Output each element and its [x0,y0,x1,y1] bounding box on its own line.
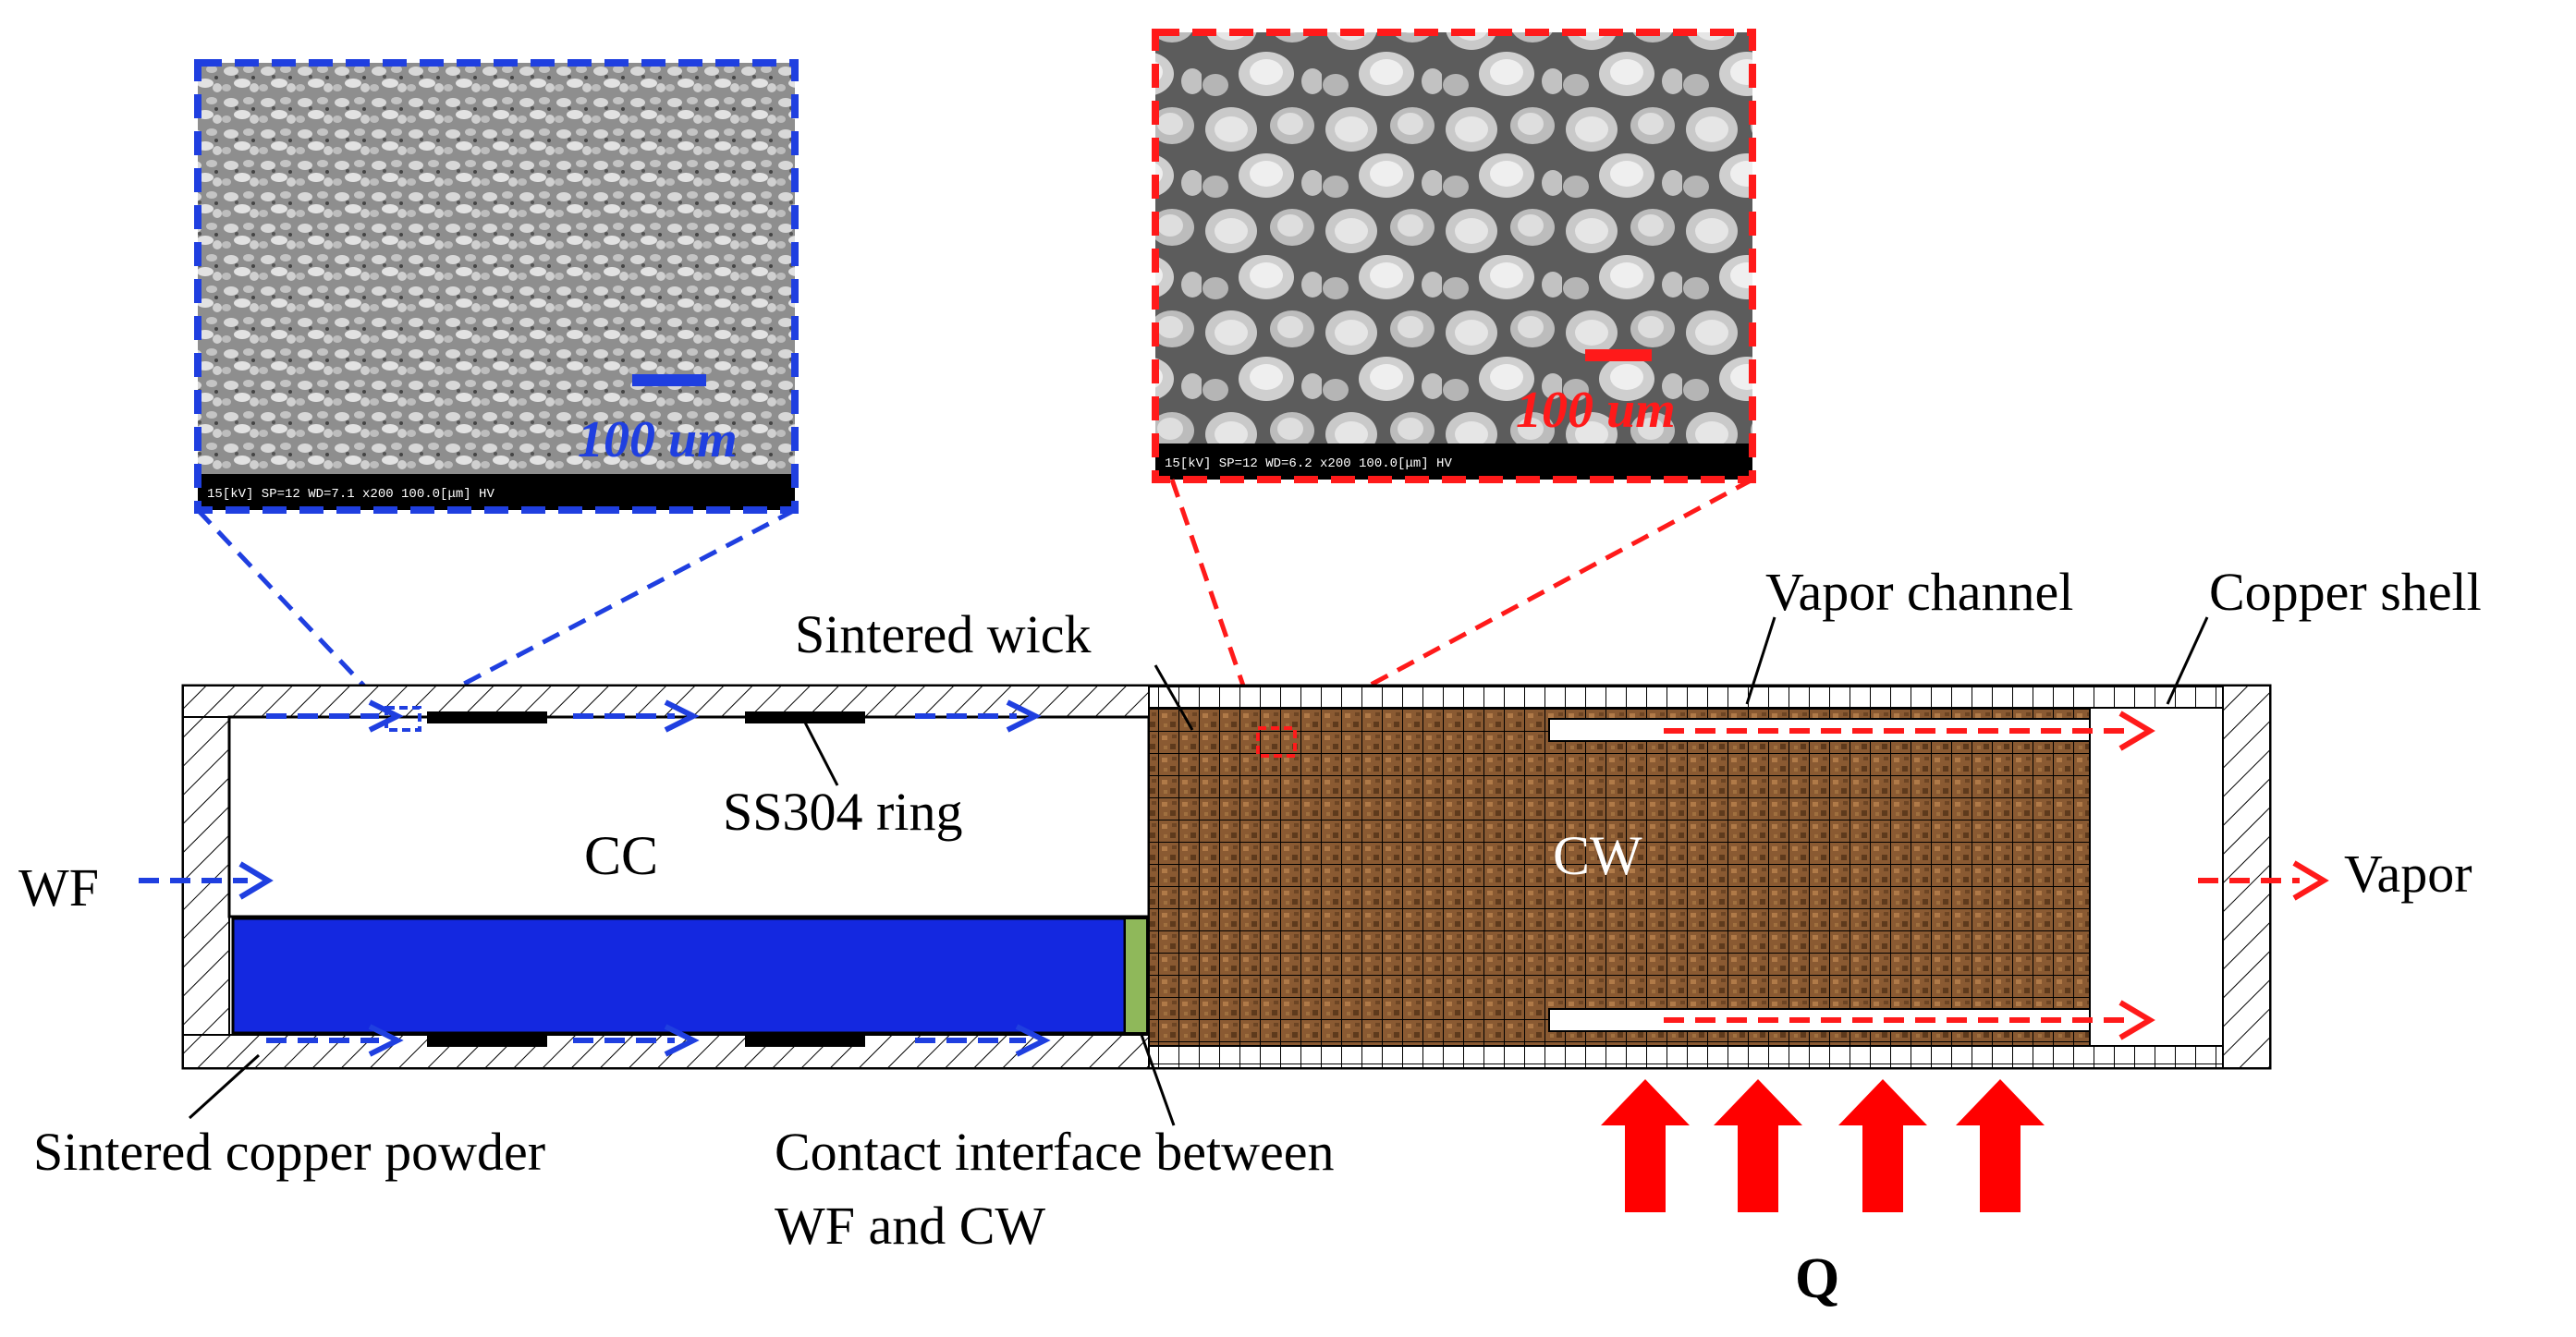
blue-flow-arrows [139,699,1051,1057]
label-contact-interface-line1: Contact interface between [775,1122,1334,1182]
scale-text-left: 100 um [578,411,738,468]
label-cc: CC [584,825,658,886]
heat-input-arrows [1601,1079,2045,1212]
leader-lines [188,616,2209,1126]
contact-interface [1124,918,1148,1034]
scale-bar-right [1585,349,1652,361]
label-vapor: Vapor [2344,844,2472,904]
compensation-chamber [227,715,1151,918]
vapor-channel-bottom [1548,1008,2142,1032]
ss304-ring-top-1 [427,711,547,723]
sem-inset-right: 15[kV] SP=12 WD=6.2 x200 100.0[μm] HV 10… [1152,29,1756,483]
ss304-ring-bottom-1 [427,1035,547,1047]
label-sintered-copper-powder: Sintered copper powder [33,1122,545,1182]
sem-inset-left: 15[kV] SP=12 WD=7.1 x200 100.0[μm] HV 10… [194,59,799,514]
sem-info-left: 15[kV] SP=12 WD=7.1 x200 100.0[μm] HV [207,487,494,502]
ss304-ring-top-2 [745,711,865,723]
copper-wick [1148,707,2091,1047]
label-sintered-wick: Sintered wick [795,604,1092,664]
ss304-ring-bottom-2 [745,1035,865,1047]
scale-text-right: 100 um [1516,382,1676,439]
zoom-lines [196,477,1754,740]
heat-pipe-body [181,684,2272,1070]
top-wall-grid [1148,685,2224,709]
right-end-cap [2222,685,2271,1069]
vapor-outlet-space [2089,707,2224,1047]
label-copper-shell: Copper shell [2209,562,2482,622]
label-cw: CW [1553,825,1642,886]
label-q: Q [1795,1247,1839,1310]
label-vapor-channel: Vapor channel [1765,562,2073,622]
zoom-marker-red [1256,726,1297,758]
inset-border-left [194,59,799,514]
red-flow-arrows [1664,711,2329,1040]
scale-bar-left [632,374,706,386]
sem-info-right: 15[kV] SP=12 WD=6.2 x200 100.0[μm] HV [1165,456,1452,471]
label-ss304-ring: SS304 ring [723,782,962,842]
bottom-wall-grid [1148,1045,2224,1069]
label-contact-interface-line2: WF and CW [775,1196,1045,1256]
zoom-marker-blue [385,706,421,732]
sintered-copper-powder-block [231,917,1127,1035]
label-wf: WF [18,857,99,918]
left-end-cap [182,716,230,1036]
inset-border-right [1152,29,1756,483]
